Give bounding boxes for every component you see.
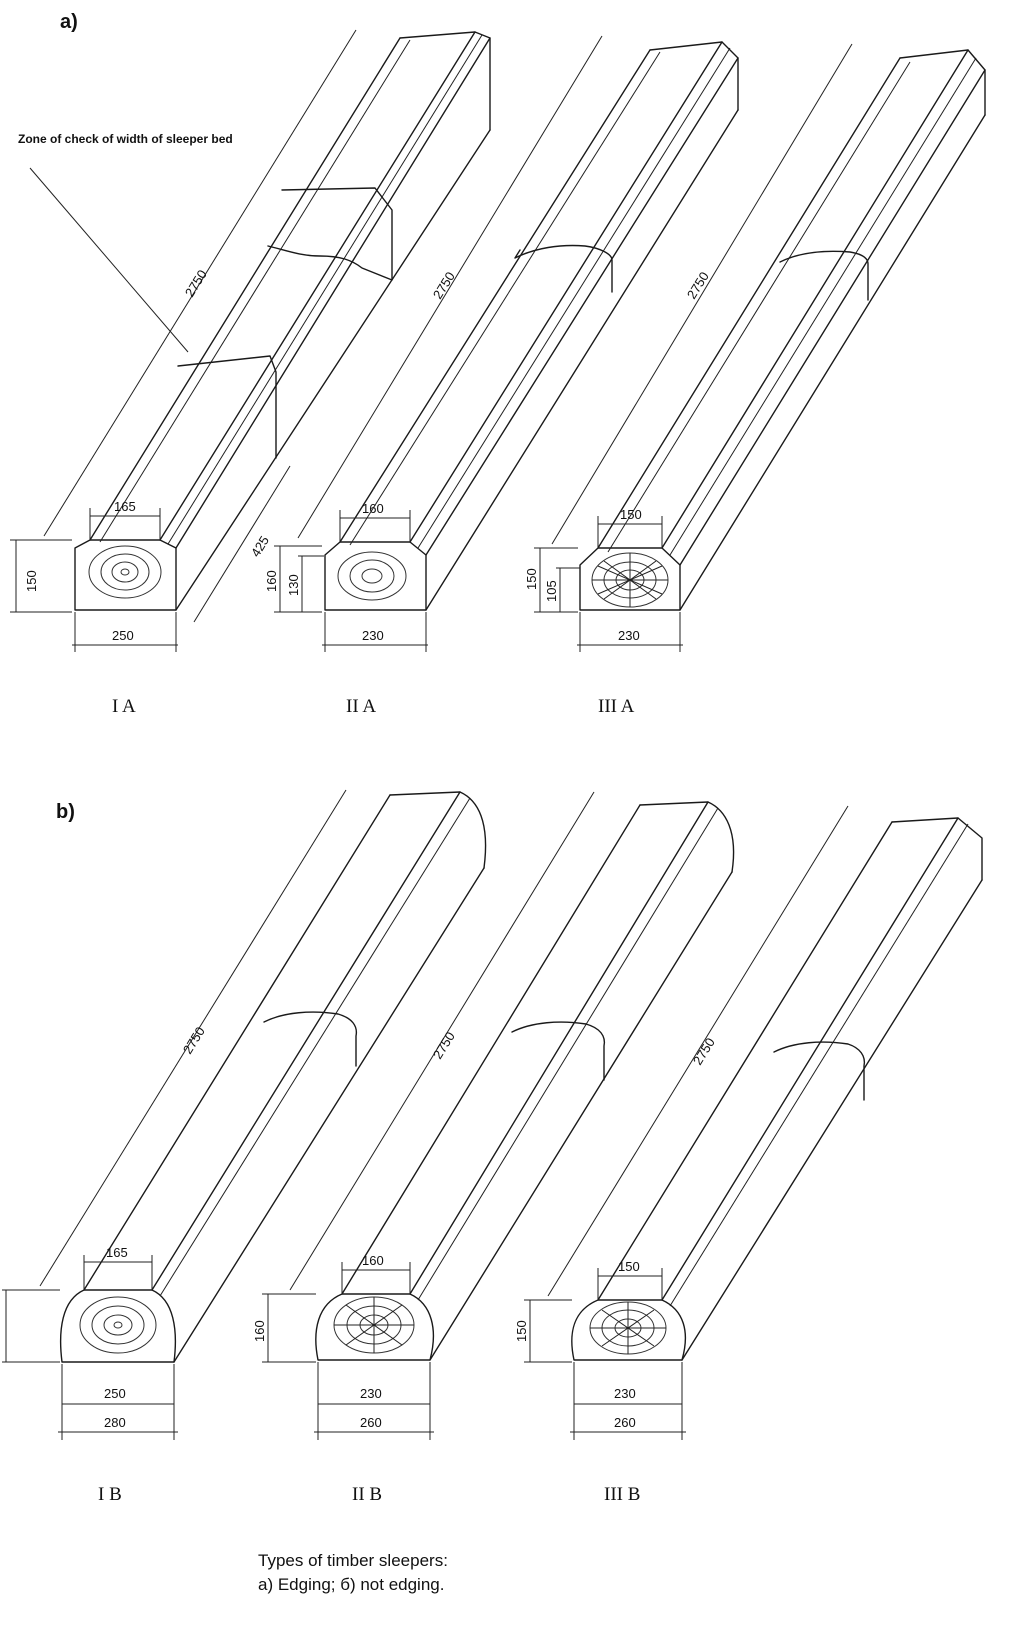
sleeper-label: I A [112, 696, 136, 717]
dim-bottom: 260 [614, 1415, 636, 1430]
sleeper-label: II A [346, 696, 376, 717]
dim-top: 165 [106, 1245, 128, 1260]
sleeper-IB: 165 250 280 2750 I B [2, 789, 487, 1505]
dim-length: 2750 [430, 269, 458, 301]
bed-zone [779, 250, 869, 301]
sleeper-label: II B [352, 1484, 382, 1505]
dim-bottom: 230 [362, 628, 384, 643]
zone-leader-line [29, 167, 189, 353]
section-label-a: a) [60, 11, 78, 33]
dim-height: 160 [264, 570, 279, 592]
dim-height: 150 [514, 1320, 529, 1342]
dim-height: 150 [24, 570, 39, 592]
dim-top: 150 [618, 1259, 640, 1274]
section-outline [571, 1299, 686, 1361]
bed-zone-lower [177, 355, 277, 459]
dim-extra: 425 [248, 533, 272, 559]
dim-length: 2750 [430, 1029, 458, 1061]
dim-inner-bottom: 250 [104, 1386, 126, 1401]
dim-top: 165 [114, 499, 136, 514]
dim-inner-bottom: 230 [360, 1386, 382, 1401]
dim-bottom: 230 [618, 628, 640, 643]
dim-length: 2750 [182, 267, 210, 299]
sleeper-label: III A [598, 696, 635, 717]
dim-bottom: 280 [104, 1415, 126, 1430]
caption-line-1: Types of timber sleepers: [258, 1551, 448, 1570]
dim-top: 160 [362, 1253, 384, 1268]
section-label-b: b) [56, 801, 75, 823]
dim-height: 150 [524, 568, 539, 590]
sleeper-IIIB: 150 230 260 150 2750 III B [514, 805, 983, 1505]
dim-inner: 130 [286, 574, 301, 596]
dim-bottom: 260 [360, 1415, 382, 1430]
dim-top: 150 [620, 507, 642, 522]
sleeper-IIIA: 150 230 150 105 2750 III A [524, 43, 986, 717]
sleeper-label: III B [604, 1484, 640, 1505]
dim-bottom: 250 [112, 628, 134, 643]
bed-zone [773, 1041, 866, 1101]
zone-note: Zone of check of width of sleeper bed [18, 132, 233, 146]
sleeper-IA: 165 250 150 2750 425 I A [10, 29, 491, 717]
sleeper-IIA: 160 230 160 130 2750 II A [264, 35, 739, 717]
section-outline [315, 1293, 435, 1361]
bed-zone [514, 244, 613, 293]
dim-inner-bottom: 230 [614, 1386, 636, 1401]
dim-top: 160 [362, 501, 384, 516]
sleeper-label: I B [98, 1484, 122, 1505]
caption-line-2: a) Edging; б) not edging. [258, 1575, 444, 1594]
bed-zone [263, 1011, 358, 1067]
bed-zone-upper [267, 187, 393, 281]
section-outline [59, 1289, 177, 1363]
dim-inner: 105 [544, 580, 559, 602]
sleeper-IIB: 160 230 260 160 2750 II B [252, 791, 735, 1505]
bed-zone [511, 1021, 606, 1081]
dim-height: 160 [252, 1320, 267, 1342]
dim-length: 2750 [180, 1024, 208, 1056]
dim-length: 2750 [690, 1035, 718, 1067]
